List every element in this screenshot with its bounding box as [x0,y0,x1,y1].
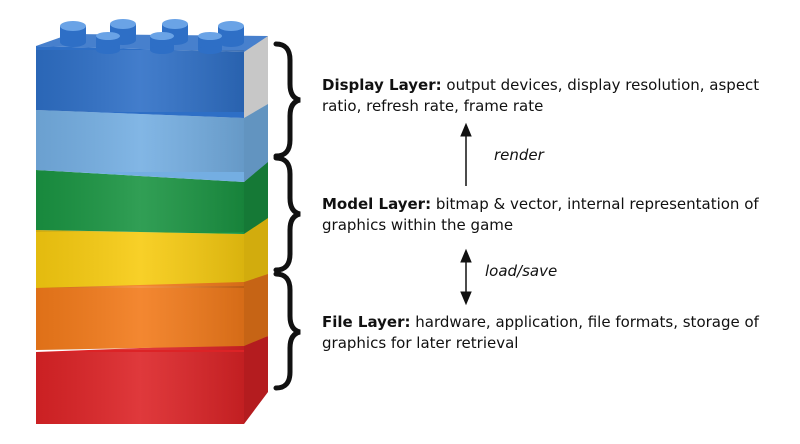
render-label: render [494,146,544,164]
model-layer-title: Model Layer: [322,195,432,213]
stud [60,21,86,47]
stud [218,21,244,47]
file-layer-title: File Layer: [322,313,411,331]
brick-green [36,160,268,234]
display-layer-description: output devices, display resolution, aspe… [322,76,760,115]
curly-brace-icon [273,155,301,273]
display-layer-text: Display Layer: output devices, display r… [322,75,782,116]
curly-brace-icon [273,271,301,391]
load-save-label: load/save [485,262,558,280]
arrow-up-icon [460,122,472,186]
display-layer-title: Display Layer: [322,76,442,94]
lego-brick-stack-image [36,19,268,424]
brick-red [36,336,268,424]
stud [198,32,222,54]
stud [96,32,120,54]
file-layer-description: hardware, application, file formats, sto… [322,313,759,352]
stud [150,32,174,54]
brick-yellow [36,216,268,288]
brick-light-blue [36,104,268,182]
double-arrow-icon [460,248,472,306]
brick-orange [36,270,268,350]
model-layer-description: bitmap & vector, internal representation… [322,195,759,234]
curly-brace-icon [273,41,301,159]
model-layer-text: Model Layer: bitmap & vector, internal r… [322,194,782,235]
brick-studs [60,19,244,54]
file-layer-text: File Layer: hardware, application, file … [322,312,782,353]
